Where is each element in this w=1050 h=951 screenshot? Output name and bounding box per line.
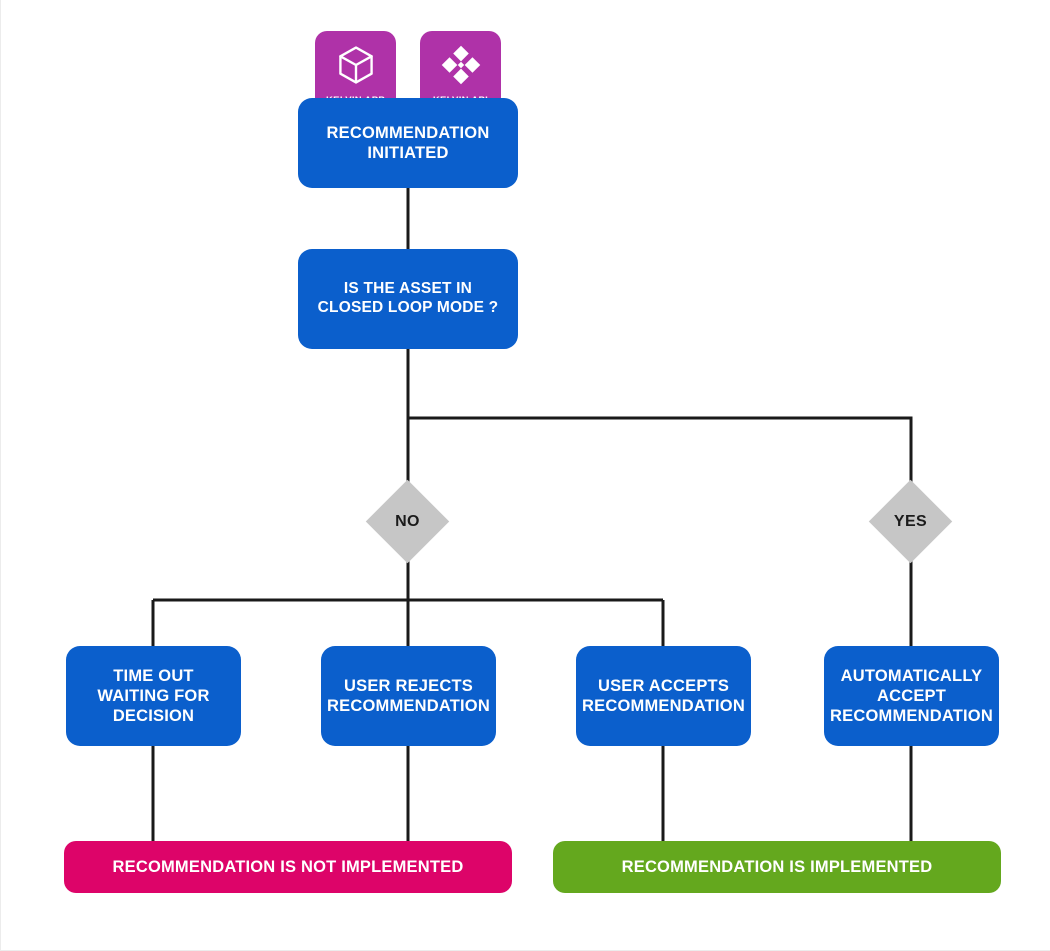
node-label: IS THE ASSET IN CLOSED LOOP MODE ?: [317, 280, 499, 316]
node-decision-closed-loop[interactable]: IS THE ASSET IN CLOSED LOOP MODE ?: [298, 249, 518, 349]
node-automatically-accept[interactable]: AUTOMATICALLY ACCEPT RECOMMENDATION: [824, 646, 999, 746]
cube-icon: [338, 46, 373, 84]
node-time-out-waiting[interactable]: TIME OUT WAITING FOR DECISION: [66, 646, 241, 746]
result-label: RECOMMENDATION IS IMPLEMENTED: [621, 857, 933, 876]
result-implemented[interactable]: RECOMMENDATION IS IMPLEMENTED: [553, 841, 1001, 893]
branch-no[interactable]: NO: [365, 479, 450, 564]
node-user-accepts[interactable]: USER ACCEPTS RECOMMENDATION: [576, 646, 751, 746]
diamond-cluster-icon: [441, 45, 480, 85]
branch-label: NO: [395, 512, 420, 530]
edge-decision-to-yes: [408, 416, 913, 492]
node-label: USER REJECTS RECOMMENDATION: [327, 676, 490, 715]
result-not-implemented[interactable]: RECOMMENDATION IS NOT IMPLEMENTED: [64, 841, 512, 893]
branch-label: YES: [893, 512, 928, 530]
node-user-rejects[interactable]: USER REJECTS RECOMMENDATION: [321, 646, 496, 746]
node-label: TIME OUT WAITING FOR DECISION: [97, 666, 210, 726]
branch-yes[interactable]: YES: [868, 479, 953, 564]
node-label: RECOMMENDATION INITIATED: [326, 123, 490, 162]
node-label: AUTOMATICALLY ACCEPT RECOMMENDATION: [830, 666, 993, 726]
node-label: USER ACCEPTS RECOMMENDATION: [582, 676, 745, 715]
node-recommendation-initiated[interactable]: RECOMMENDATION INITIATED: [298, 98, 518, 188]
result-label: RECOMMENDATION IS NOT IMPLEMENTED: [112, 857, 464, 876]
